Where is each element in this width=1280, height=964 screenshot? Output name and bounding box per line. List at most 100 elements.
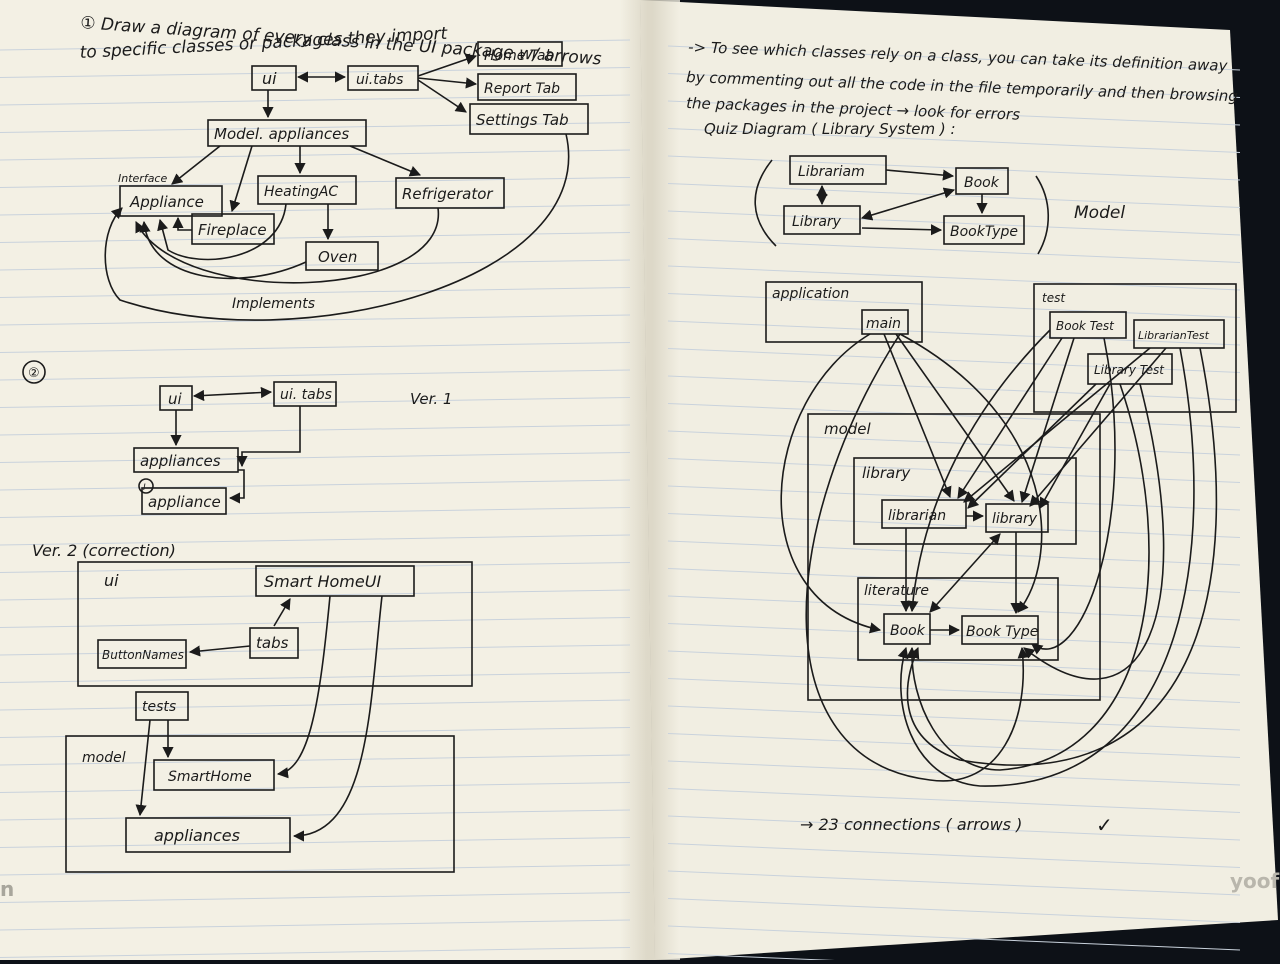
ruled-line-right	[667, 430, 1241, 456]
d3-tabs-box	[249, 627, 299, 659]
quiz-book-label: Book	[964, 175, 1000, 191]
ruled-line-left	[0, 397, 631, 408]
quiz-booktype-label: BookType	[950, 224, 1018, 240]
ruled-line-left	[0, 947, 631, 958]
quiz-library-label: Library	[792, 214, 842, 230]
d1-heating-ac-label: HeatingAC	[264, 184, 338, 200]
quiz-librarian-label: Librariam	[798, 164, 865, 180]
d1-fridge-implements-arrow	[135, 207, 439, 284]
d1-ui-tabs-label: ui.tabs	[356, 72, 403, 88]
ruled-line-left	[0, 479, 631, 491]
librarian-label: librarian	[888, 508, 946, 524]
ruled-line-left	[0, 644, 631, 656]
d3-smart-home-ui-label: Smart HomeUI	[264, 572, 381, 591]
check-mark: ✓	[1096, 813, 1113, 837]
ruled-line-right	[667, 870, 1241, 896]
ruled-line-right	[667, 45, 1241, 71]
d2-ui-tabs-box	[273, 381, 337, 407]
main-booktype-outer-arrow	[805, 333, 1029, 782]
ruled-line-right	[667, 458, 1241, 483]
ruled-line-right	[667, 293, 1241, 318]
book-box	[883, 613, 931, 645]
librariantest-library-arrow	[1029, 347, 1167, 507]
ruled-line-left	[0, 342, 631, 353]
library-test-label: Library Test	[1094, 363, 1165, 377]
section2-mark: ②	[28, 366, 40, 381]
application-package	[765, 281, 923, 343]
ruled-line-left	[0, 452, 631, 463]
ruled-line-left	[0, 837, 631, 848]
quiz-library-booktype-arrow	[861, 224, 943, 236]
book-label: Book	[890, 623, 926, 639]
ver2-label: Ver. 2 (correction)	[32, 541, 176, 560]
d1-fireplace-label: Fireplace	[198, 221, 267, 239]
ruled-line-right	[667, 128, 1241, 153]
d3-tabs-to-buttons-arrow	[188, 645, 251, 657]
d1-model-appliances-label: Model. appliances	[214, 125, 349, 143]
brand-logo-right: yoof	[1230, 869, 1280, 893]
ruled-line-left	[0, 672, 631, 683]
d3-smart-home-ui-box	[255, 565, 415, 597]
d2-appliance-box	[141, 487, 227, 515]
librarian-box	[881, 499, 967, 529]
ruled-line-left	[0, 892, 631, 903]
d1-fireplace-implements-arrow	[172, 216, 192, 231]
d3-tests-label: tests	[142, 699, 176, 715]
d1-to-home-arrow	[417, 53, 478, 77]
ruled-line-right	[667, 898, 1241, 923]
d1-appliance-label: Appliance	[129, 193, 204, 211]
main-booktype-arrow	[899, 333, 1043, 613]
ruled-line-left	[0, 919, 631, 931]
d3-tabs-label: tabs	[256, 634, 289, 652]
ruled-line-left	[0, 287, 631, 298]
ruled-line-right	[667, 100, 1241, 126]
d1-report-tab-box	[477, 73, 577, 101]
ruled-line-left	[0, 562, 631, 573]
d3-ui-package	[77, 561, 473, 687]
main-label: main	[866, 316, 901, 332]
quiz-library-book-arrow	[860, 187, 956, 221]
ruled-line-right	[667, 238, 1241, 263]
ruled-line-left	[0, 177, 631, 188]
library-box	[985, 503, 1049, 533]
ruled-line-left	[0, 617, 631, 628]
booktest-librarian-arrow	[957, 337, 1063, 499]
d2-appliance-marker-label: I	[143, 483, 146, 493]
library-pkg-label: library	[862, 464, 911, 482]
ruled-line-left	[0, 699, 631, 711]
d2-ui-label: ui	[168, 390, 183, 408]
quiz-right-paren	[1035, 175, 1050, 255]
d1-report-tab-label: Report Tab	[484, 81, 560, 97]
d3-tests-box	[135, 691, 189, 721]
librariantest-book-arrow	[897, 347, 1195, 787]
ruled-line-right	[667, 375, 1241, 401]
d1-settings-tab-label: Settings Tab	[476, 111, 569, 129]
left-page	[0, 0, 655, 960]
d2-tabs-to-appliances-arrow	[236, 406, 301, 468]
test-book-arrow-outer	[906, 347, 1218, 766]
ruled-line-right	[667, 320, 1241, 346]
brand-logo-left-edge: n	[0, 877, 14, 901]
ruled-line-left	[0, 782, 631, 793]
d2-ui-uitabs-arrow	[192, 386, 273, 402]
d3-button-names-label: ButtonNames	[102, 648, 184, 662]
ruled-line-left	[0, 232, 631, 243]
ruled-line-right	[667, 705, 1241, 731]
d3-tabs-to-ui-arrow	[273, 598, 291, 627]
ruled-line-left	[0, 507, 631, 518]
d3-smart-home-label: SmartHome	[168, 769, 252, 785]
d1-model-to-fireplace-arrow	[229, 145, 253, 213]
book-library-arrow	[929, 533, 1001, 613]
model-label: model	[824, 420, 872, 438]
ruled-line-right	[667, 513, 1241, 538]
librarian-test-label: LibrarianTest	[1138, 329, 1210, 342]
d2-appliance-label: appliance	[148, 493, 221, 511]
d1-implements-label: Implements	[232, 296, 315, 312]
test-label: test	[1042, 291, 1066, 305]
ruled-line-left	[0, 754, 631, 766]
booktype-label: Book Type	[966, 624, 1038, 640]
d2-appliances-to-appliance-arrow	[228, 469, 245, 504]
ruled-line-right	[667, 265, 1241, 291]
librarytest-library-arrow	[1039, 383, 1111, 509]
